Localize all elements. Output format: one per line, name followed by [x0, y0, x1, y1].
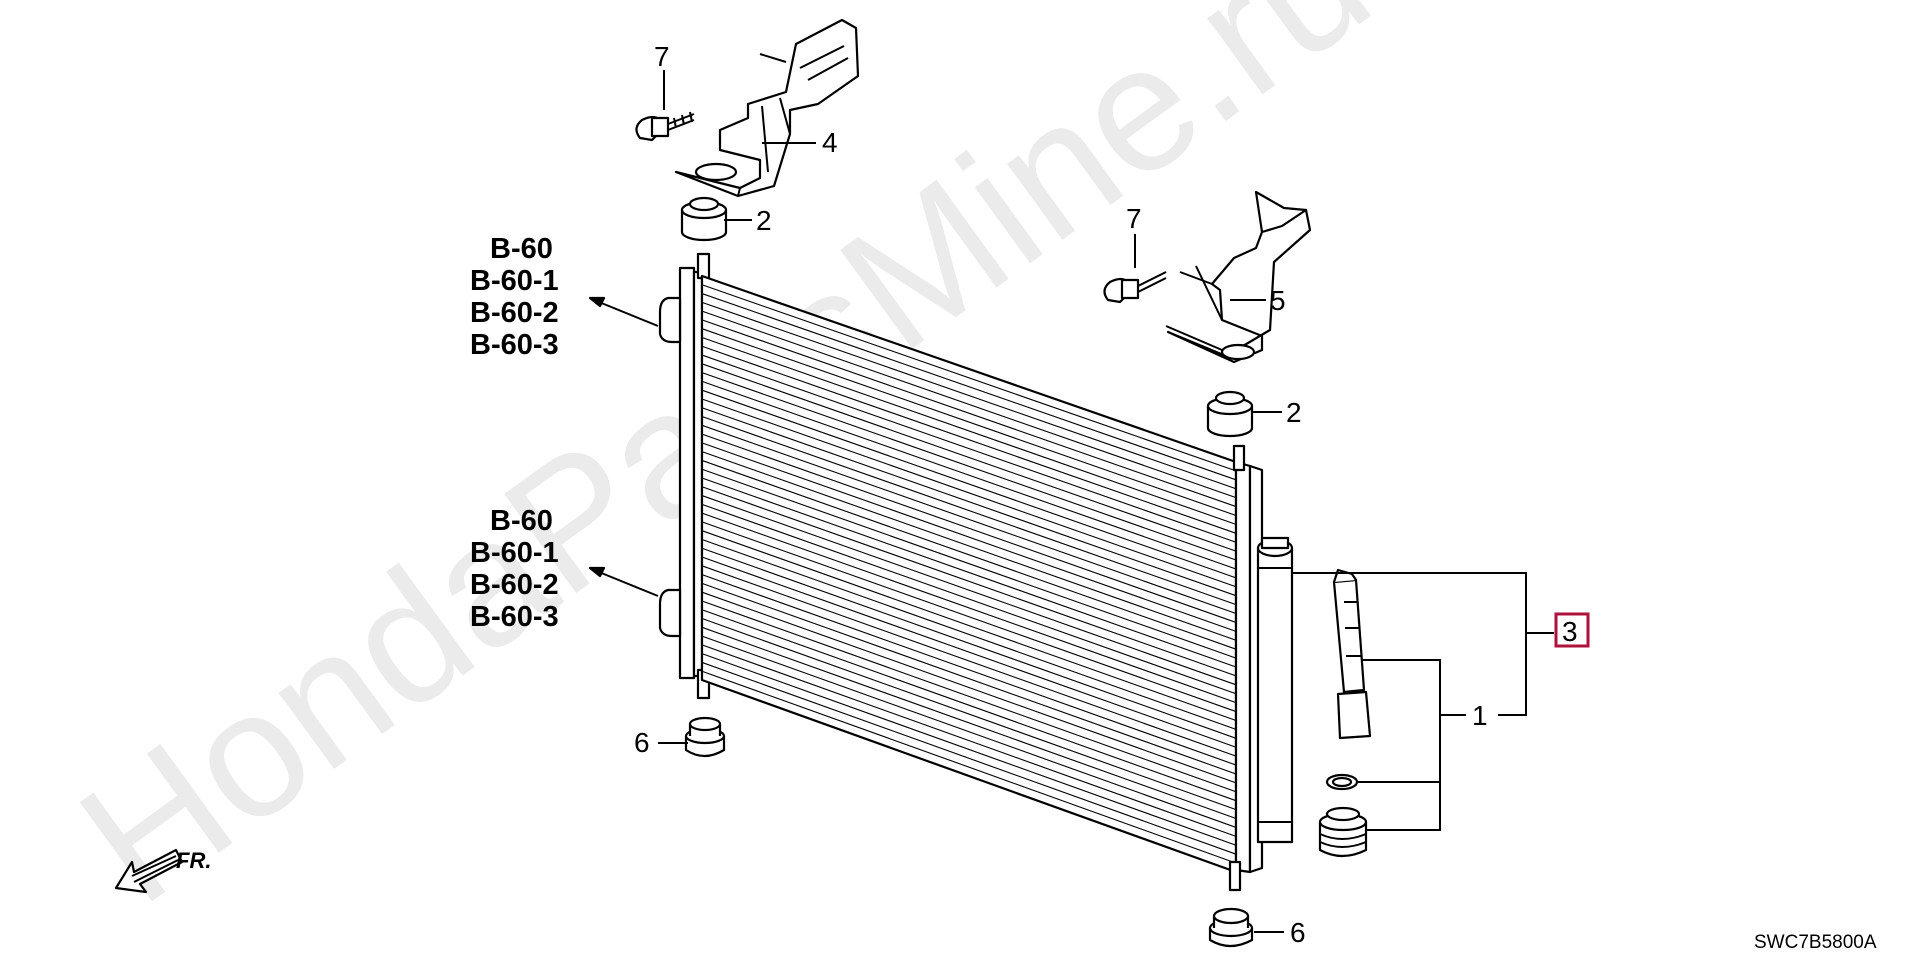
fin-line — [701, 451, 1237, 641]
fin-line — [701, 530, 1237, 721]
ref-upper-1: B-60-1 — [470, 265, 559, 297]
fin-line — [701, 661, 1237, 855]
fin-line — [701, 644, 1237, 837]
desiccant-element — [1332, 568, 1372, 740]
fin-line — [701, 424, 1237, 615]
fin-line — [701, 433, 1237, 623]
fin-line — [701, 284, 1237, 472]
fin-line — [701, 389, 1237, 579]
fin-line — [701, 653, 1237, 846]
cushion-2-lower — [1206, 390, 1254, 438]
fin-line — [701, 380, 1237, 570]
fin-line — [701, 293, 1237, 481]
fin-line — [701, 354, 1237, 543]
o-ring — [1325, 773, 1359, 791]
fin-line — [701, 495, 1237, 686]
callout-3: 3 — [1562, 616, 1578, 647]
ref-lower-1: B-60-1 — [470, 537, 559, 569]
callout-6-left: 6 — [634, 727, 650, 758]
callout-7-upper: 7 — [654, 41, 670, 72]
reference-upper: B-60 B-60-1 B-60-2 B-60-3 — [470, 233, 559, 361]
ref-lower-0: B-60 — [490, 505, 553, 537]
bracket-5 — [1165, 190, 1312, 364]
fin-line — [701, 565, 1237, 757]
fin-line — [701, 301, 1237, 490]
fin-line — [701, 591, 1237, 784]
callout-5: 5 — [1270, 285, 1286, 316]
fin-line — [701, 503, 1237, 695]
filter-cap — [1318, 806, 1368, 858]
fin-line — [701, 477, 1237, 668]
fin-line — [701, 574, 1237, 766]
fin-line — [701, 600, 1237, 793]
callout-2-lower: 2 — [1286, 397, 1302, 428]
bracket-4 — [674, 18, 860, 198]
bolt-7-upper — [635, 111, 695, 142]
fin-line — [701, 609, 1237, 802]
fin-line — [701, 635, 1237, 828]
condenser — [658, 252, 1294, 892]
fin-line — [701, 512, 1237, 704]
fin-line — [701, 486, 1237, 677]
fin-line — [701, 336, 1237, 525]
callout-2-upper: 2 — [756, 205, 772, 236]
fin-line — [701, 547, 1237, 739]
fin-line — [701, 618, 1237, 811]
fin-line — [701, 345, 1237, 534]
front-indicator: FR. — [114, 848, 211, 894]
fin-line — [701, 626, 1237, 820]
callout-1: 1 — [1472, 700, 1488, 731]
condenser-fins — [701, 284, 1237, 864]
fin-line — [701, 468, 1237, 659]
fin-line — [701, 310, 1237, 499]
ref-upper-0: B-60 — [490, 233, 553, 265]
ref-lower-3: B-60-3 — [470, 601, 559, 633]
fin-line — [701, 538, 1237, 730]
cushion-6-left — [684, 716, 726, 758]
fin-line — [701, 459, 1237, 650]
part-code: SWC7B5800A — [1754, 932, 1877, 953]
fin-line — [701, 407, 1237, 597]
ref-upper-2: B-60-2 — [470, 297, 559, 329]
fin-line — [701, 670, 1237, 864]
callout-4: 4 — [822, 127, 838, 158]
callout-6-bottom: 6 — [1290, 917, 1306, 948]
leader-lines — [588, 70, 1554, 933]
fin-line — [701, 416, 1237, 606]
ref-upper-3: B-60-3 — [470, 329, 559, 361]
fin-line — [701, 372, 1237, 561]
cushion-6-bottom — [1208, 907, 1254, 948]
fin-line — [701, 442, 1237, 632]
bolt-7-lower — [1103, 271, 1167, 304]
fin-line — [701, 582, 1237, 775]
ref-lower-2: B-60-2 — [470, 569, 559, 601]
fin-line — [701, 328, 1237, 516]
callout-3-box[interactable]: 3 — [1554, 612, 1590, 648]
cushion-2-upper — [680, 196, 728, 242]
fin-line — [701, 556, 1237, 748]
callout-7-lower: 7 — [1126, 203, 1142, 234]
fin-line — [701, 398, 1237, 588]
front-label: FR. — [176, 848, 211, 873]
fin-line — [701, 521, 1237, 713]
fin-line — [701, 319, 1237, 508]
reference-lower: B-60 B-60-1 B-60-2 B-60-3 — [470, 505, 559, 633]
fin-line — [701, 363, 1237, 552]
